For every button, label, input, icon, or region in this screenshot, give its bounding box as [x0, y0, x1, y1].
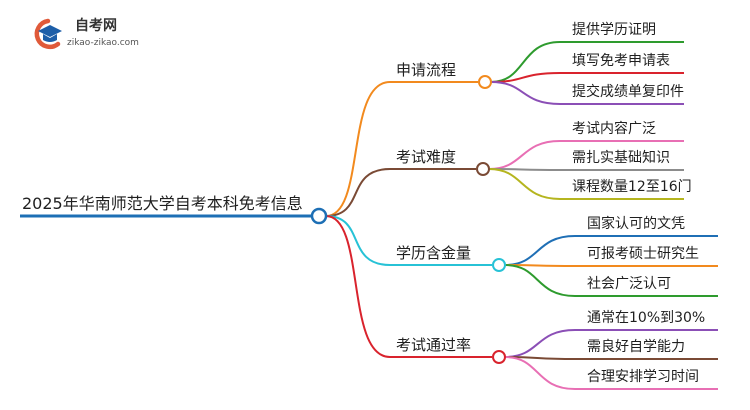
- child-node-label: 提交成绩单复印件: [572, 83, 684, 100]
- child-node-label: 需良好自学能力: [587, 339, 685, 355]
- logo-subtitle: zikao-zikao.com: [67, 38, 139, 48]
- child-connector: [504, 264, 576, 297]
- branch-connector: [325, 215, 391, 358]
- branch-connector: [325, 168, 391, 217]
- root-node-label: 2025年华南师范大学自考本科免考信息: [22, 194, 303, 213]
- child-connector: [490, 81, 561, 105]
- child-node-label: 需扎实基础知识: [572, 149, 670, 166]
- child-node-label: 可报考硕士研究生: [587, 246, 699, 262]
- child-node-label: 国家认可的文凭: [587, 215, 685, 232]
- graduation-cap-icon: [34, 18, 62, 50]
- branch-node-label: 考试难度: [396, 148, 456, 166]
- branch-node-dot: [478, 75, 492, 89]
- logo-title: 自考网: [75, 18, 117, 34]
- site-logo[interactable]: 自考网 zikao-zikao.com: [28, 17, 163, 51]
- branch-node-label: 考试通过率: [396, 336, 471, 354]
- child-connector: [490, 72, 561, 83]
- child-connector: [504, 356, 576, 390]
- child-node-label: 通常在10%到30%: [587, 310, 705, 326]
- child-node-label: 填写免考申请表: [572, 53, 670, 69]
- branch-node-label: 申请流程: [396, 61, 456, 79]
- child-connector: [504, 329, 576, 358]
- branch-node-dot: [476, 162, 490, 176]
- branch-connector: [325, 81, 391, 217]
- child-connector: [488, 140, 561, 170]
- branch-connector: [325, 215, 391, 266]
- child-node-label: 提供学历证明: [572, 22, 656, 38]
- branch-node-dot: [492, 258, 506, 272]
- child-node-label: 考试内容广泛: [572, 120, 656, 137]
- child-node-label: 合理安排学习时间: [587, 369, 699, 385]
- root-node-dot: [310, 207, 328, 225]
- child-node-label: 社会广泛认可: [587, 276, 671, 292]
- branch-node-label: 学历含金量: [396, 244, 471, 262]
- child-connector: [504, 235, 576, 266]
- child-node-label: 课程数量12至16门: [572, 179, 692, 195]
- child-connector: [488, 168, 561, 200]
- branch-node-dot: [492, 350, 506, 364]
